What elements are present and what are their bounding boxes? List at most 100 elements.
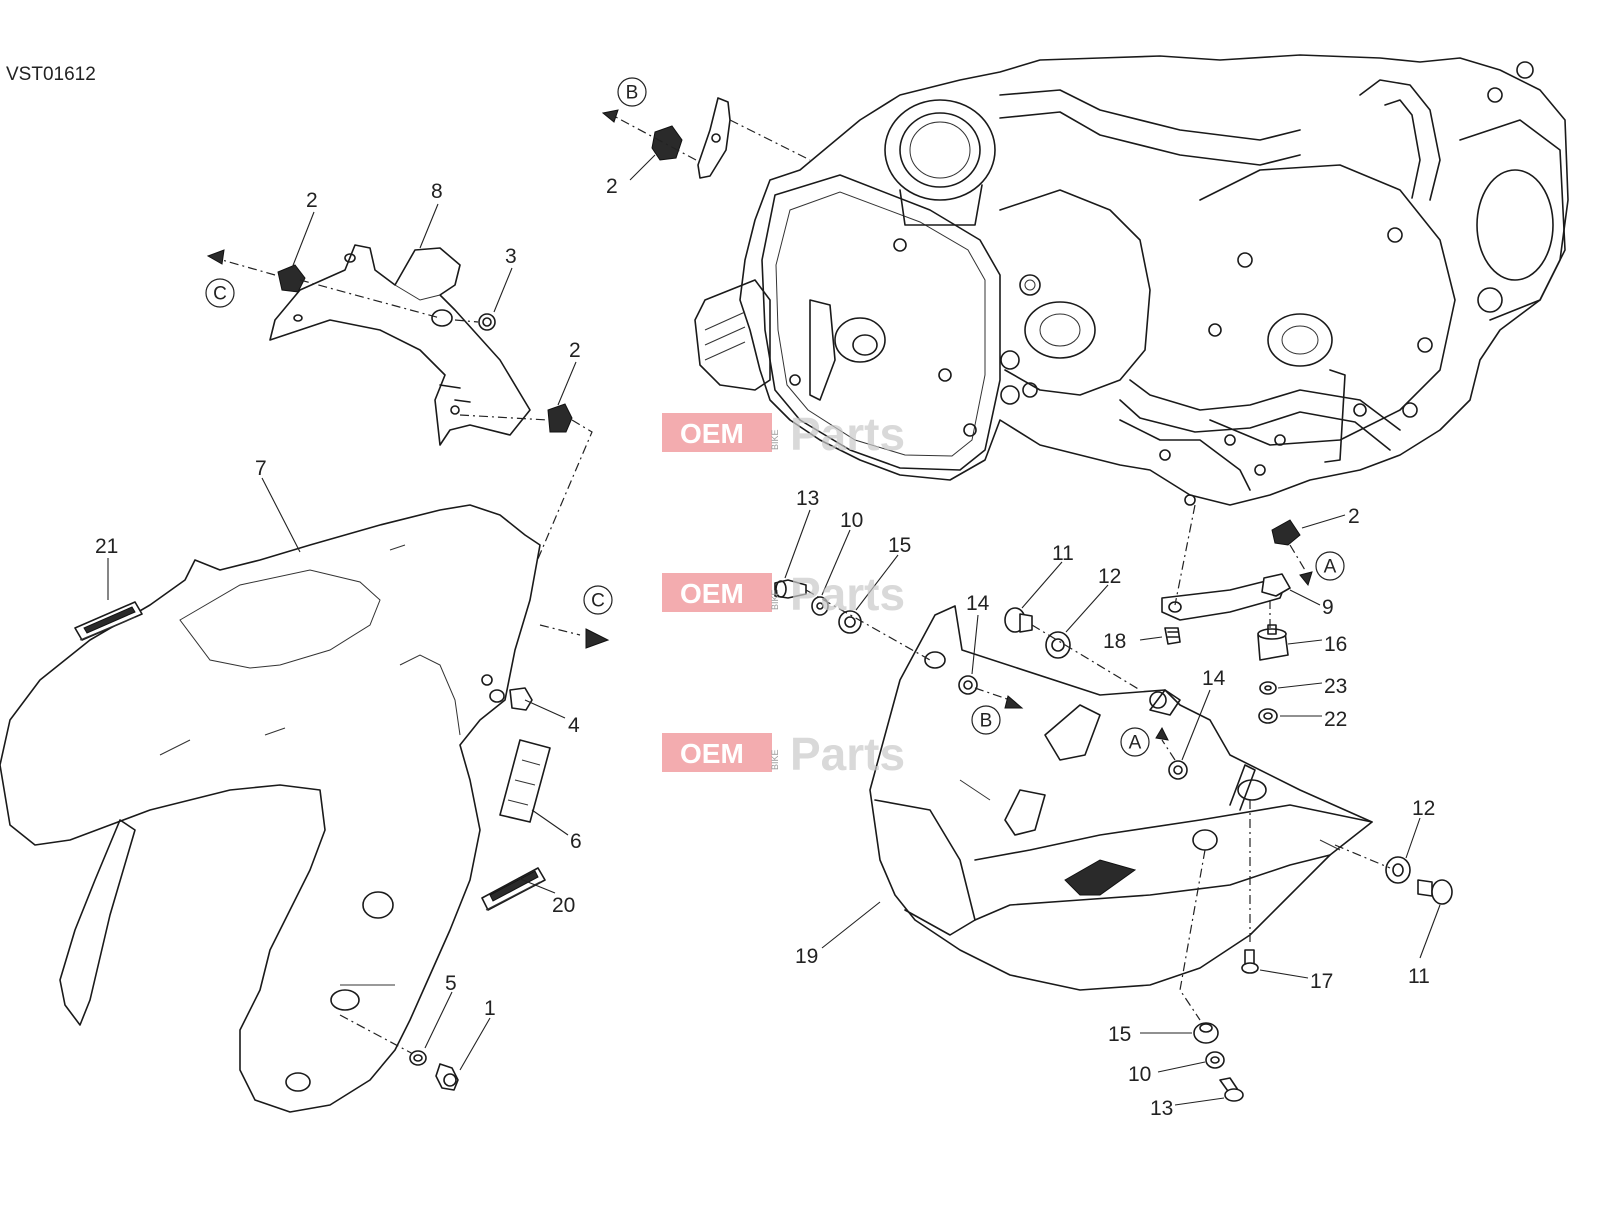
svg-text:Parts: Parts <box>790 728 905 780</box>
label-6: 6 <box>570 830 582 853</box>
washer-14-left <box>958 675 978 695</box>
label-2-lower-clip: 2 <box>569 339 581 362</box>
svg-text:Parts: Parts <box>790 568 905 620</box>
label-11-right: 11 <box>1408 965 1430 988</box>
leader-a-right <box>1289 544 1306 571</box>
part-21-decal <box>74 601 143 641</box>
washer-10-lower <box>1205 1051 1225 1069</box>
leader-3 <box>454 319 479 323</box>
svg-text:Parts: Parts <box>790 408 905 460</box>
arrow-head-a-mid <box>1155 726 1169 741</box>
part-9-bracket <box>1161 573 1291 621</box>
washer-14-right <box>1168 760 1188 780</box>
leader-8-clip <box>299 279 441 319</box>
part-number-labels: 2 2 8 3 2 7 21 4 6 20 5 1 13 10 15 14 11… <box>95 175 1435 1120</box>
ref-marker-c-left: C <box>205 278 235 308</box>
leader-13-upper <box>805 589 931 661</box>
screw-11-upper <box>1004 607 1033 633</box>
grommet-15-upper <box>838 610 862 634</box>
spacer-12-right <box>1385 856 1411 884</box>
washer-10-upper <box>811 596 829 616</box>
svg-text:B: B <box>626 83 639 104</box>
leader-a-mid <box>1161 739 1176 761</box>
watermark-3: OEM BIKE Parts <box>662 728 905 780</box>
leader-9-up <box>1174 504 1196 606</box>
label-14-right: 14 <box>1202 667 1226 690</box>
svg-text:A: A <box>1129 733 1142 754</box>
arrow-head-a-right <box>1299 571 1313 587</box>
washer-23 <box>1259 681 1277 695</box>
clip-2-right <box>1271 519 1301 546</box>
label-8: 8 <box>431 180 443 203</box>
svg-text:OEM: OEM <box>680 418 744 449</box>
leader-b-arrow <box>611 114 697 161</box>
svg-text:BIKE: BIKE <box>770 589 780 610</box>
ref-marker-a-mid: A <box>1120 727 1150 757</box>
label-19: 19 <box>795 945 818 968</box>
part-8-inner-cover <box>269 244 531 446</box>
leader-5 <box>339 1014 416 1056</box>
clip-2-upper <box>277 264 306 293</box>
ref-marker-b-mid: B <box>971 705 1001 735</box>
svg-text:BIKE: BIKE <box>770 749 780 770</box>
label-11-upper: 11 <box>1052 542 1074 565</box>
leader-c-right <box>539 624 581 636</box>
label-12-upper: 12 <box>1098 565 1121 588</box>
svg-text:C: C <box>591 591 605 612</box>
svg-text:BIKE: BIKE <box>770 429 780 450</box>
part-6-protective-film <box>499 739 551 823</box>
label-7: 7 <box>255 457 267 480</box>
watermark-2: OEM BIKE Parts <box>662 568 905 620</box>
leader-11-upper <box>1031 624 1141 691</box>
label-14-left: 14 <box>966 592 990 615</box>
label-5: 5 <box>445 972 457 995</box>
label-22: 22 <box>1324 708 1347 731</box>
label-16: 16 <box>1324 633 1347 656</box>
label-21: 21 <box>95 535 118 558</box>
label-18: 18 <box>1103 630 1126 653</box>
label-2-right: 2 <box>1348 505 1360 528</box>
arrow-head-c-left <box>206 249 225 265</box>
leader-b-mid <box>974 687 1011 701</box>
ref-marker-c-right: C <box>583 585 613 615</box>
washer-22 <box>1258 708 1278 724</box>
arrow-head-b <box>601 109 619 123</box>
engine-block <box>694 54 1569 506</box>
svg-text:B: B <box>980 711 993 732</box>
label-20: 20 <box>552 894 575 917</box>
label-2-top: 2 <box>606 175 618 198</box>
svg-text:OEM: OEM <box>680 578 744 609</box>
label-17: 17 <box>1310 970 1333 993</box>
label-9: 9 <box>1322 596 1334 619</box>
label-4: 4 <box>568 714 580 737</box>
label-15-upper: 15 <box>888 534 911 557</box>
label-13-upper: 13 <box>796 487 819 510</box>
watermark-1: OEM BIKE Parts <box>662 408 905 460</box>
top-mount-bracket <box>651 97 731 179</box>
label-leaders <box>107 154 1441 1106</box>
label-13-lower: 13 <box>1150 1097 1173 1120</box>
screw-3 <box>478 313 496 331</box>
label-23: 23 <box>1324 675 1347 698</box>
label-10-upper: 10 <box>840 509 863 532</box>
arrow-head-c-right <box>585 628 610 649</box>
spacer-12-upper <box>1045 631 1071 659</box>
label-3: 3 <box>505 245 517 268</box>
label-2-upper-clip: 2 <box>306 189 318 212</box>
ref-marker-b-top: B <box>617 77 647 107</box>
screw-1 <box>435 1063 459 1091</box>
label-15-lower: 15 <box>1108 1023 1131 1046</box>
screw-13-upper <box>774 579 807 599</box>
leader-top-bracket <box>729 119 811 161</box>
label-1: 1 <box>484 997 496 1020</box>
washer-5 <box>409 1050 427 1066</box>
svg-text:A: A <box>1324 557 1337 578</box>
part-20-decal <box>481 867 546 911</box>
screw-13-lower <box>1219 1077 1244 1102</box>
ref-marker-a-right: A <box>1315 551 1345 581</box>
label-10-lower: 10 <box>1128 1063 1151 1086</box>
svg-text:OEM: OEM <box>680 738 744 769</box>
screw-17 <box>1241 949 1259 974</box>
grommet-15-lower <box>1193 1022 1219 1044</box>
